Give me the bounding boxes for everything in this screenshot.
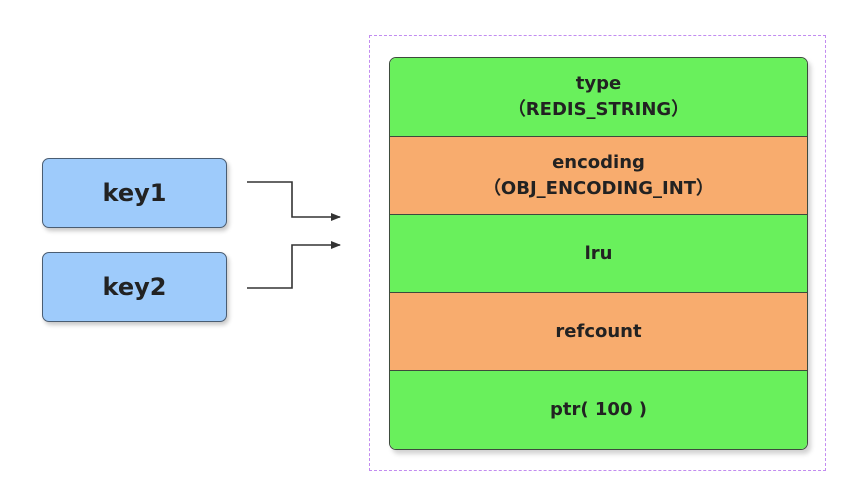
ptr-field-name: ptr( 100 ) — [550, 399, 647, 420]
key1-label: key1 — [102, 179, 167, 207]
refcount-field: refcount — [390, 292, 807, 370]
ptr-field: ptr( 100 ) — [390, 370, 807, 449]
refcount-field-name: refcount — [555, 320, 642, 342]
type-field-name: type — [575, 73, 622, 94]
redis-object: type （REDIS_STRING） encoding （OBJ_ENCODI… — [389, 57, 808, 450]
type-field: type （REDIS_STRING） — [390, 58, 807, 136]
encoding-field: encoding （OBJ_ENCODING_INT） — [390, 136, 807, 214]
key2-arrow — [247, 241, 341, 289]
encoding-field-name: encoding — [552, 151, 645, 173]
key2-box: key2 — [42, 252, 227, 322]
key1-arrow — [247, 181, 341, 221]
key1-box: key1 — [42, 158, 227, 228]
key2-label: key2 — [102, 273, 167, 301]
type-field-value: （REDIS_STRING） — [507, 99, 690, 120]
lru-field-name: lru — [584, 242, 613, 264]
redis-object-container — [369, 35, 826, 471]
encoding-field-value: （OBJ_ENCODING_INT） — [482, 177, 715, 199]
lru-field: lru — [390, 214, 807, 292]
